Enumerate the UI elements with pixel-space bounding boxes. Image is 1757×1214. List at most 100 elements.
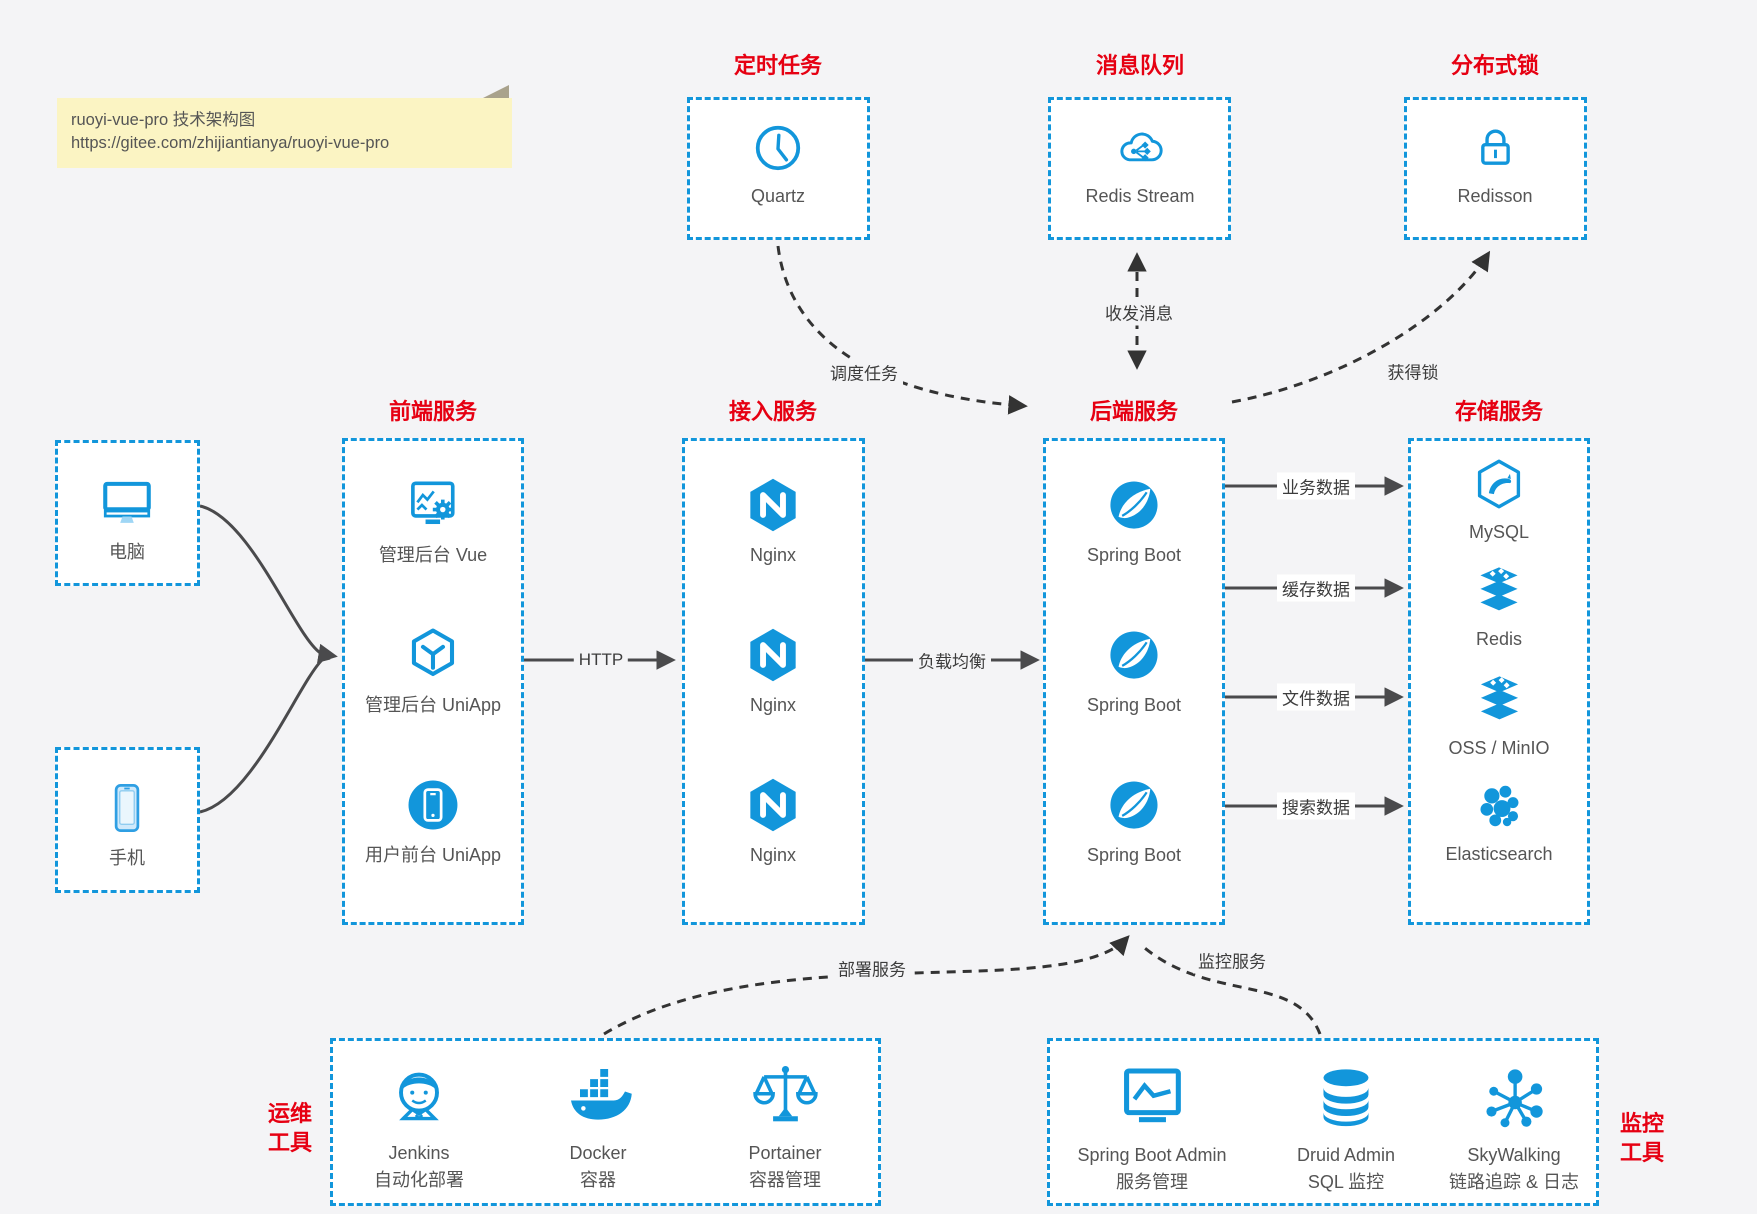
- node-label: Nginx: [749, 845, 797, 865]
- title-storage: 存储服务: [1454, 399, 1544, 424]
- note-title: ruoyi-vue-pro 技术架构图: [71, 111, 256, 129]
- node-label: Jenkins: [388, 1143, 450, 1163]
- oss-minio-node: OSS / MinIO: [1448, 673, 1550, 761]
- spring-boot-node: Spring Boot: [1087, 776, 1181, 868]
- edge-deploy-service: [603, 935, 1130, 1036]
- node-sublabel: SQL 监控: [1307, 1172, 1385, 1192]
- sticky-note: ruoyi-vue-pro 技术架构图 https://gitee.com/zh…: [57, 85, 512, 168]
- note-fold-corner: [483, 85, 509, 98]
- redis-stream-node: Redis Stream: [1085, 121, 1195, 209]
- nginx-node: Nginx: [744, 776, 802, 868]
- redis-node: Redis: [1472, 564, 1526, 652]
- pc-node: 电脑: [98, 473, 156, 565]
- cloud-share-icon: [1113, 121, 1167, 175]
- portainer-icon: [749, 1060, 821, 1132]
- node-label: 管理后台 UniApp: [364, 695, 502, 715]
- node-label: Spring Boot: [1086, 695, 1182, 715]
- node-label: Spring Boot: [1086, 545, 1182, 565]
- note-url: https://gitee.com/zhijiantianya/ruoyi-vu…: [71, 134, 390, 152]
- uniapp-icon: [404, 626, 462, 684]
- edge-pc-to-frontend: [199, 504, 338, 664]
- title-monitoring-tools: 监控 工具: [1620, 1109, 1664, 1167]
- node-label: Quartz: [750, 186, 806, 206]
- edge-label-file-data: 文件数据: [1277, 683, 1355, 711]
- docker-icon: [562, 1060, 634, 1132]
- node-label: Spring Boot: [1086, 845, 1182, 865]
- node-sublabel: 容器: [580, 1170, 616, 1190]
- spring-boot-node: Spring Boot: [1087, 476, 1181, 568]
- lock-icon: [1468, 121, 1522, 175]
- edge-label-monitor-service: 监控服务: [1193, 946, 1271, 974]
- skywalking-icon: [1478, 1062, 1550, 1134]
- druid-icon: [1310, 1062, 1382, 1134]
- portainer-node: Portainer 容器管理: [748, 1060, 822, 1193]
- title-monitoring-line1: 监控: [1619, 1111, 1665, 1136]
- user-uniapp-node: 用户前台 UniApp: [365, 776, 501, 868]
- title-gateway: 接入服务: [728, 399, 818, 424]
- docker-node: Docker 容器: [562, 1060, 634, 1193]
- pc-box: [55, 440, 200, 586]
- title-devops-line2: 工具: [267, 1130, 313, 1155]
- node-label: OSS / MinIO: [1448, 738, 1550, 758]
- nginx-icon: [744, 626, 802, 684]
- redis-icon: [1472, 564, 1526, 618]
- title-scheduler: 定时任务: [733, 53, 823, 78]
- quartz-node: Quartz: [751, 121, 805, 209]
- smartphone-icon: [98, 779, 156, 837]
- node-label: Druid Admin: [1296, 1145, 1396, 1165]
- edge-label-http: HTTP: [573, 649, 629, 671]
- clock-icon: [751, 121, 805, 175]
- spring-boot-node: Spring Boot: [1087, 626, 1181, 718]
- node-label: 用户前台 UniApp: [364, 845, 502, 865]
- edge-label-search-data: 搜索数据: [1277, 792, 1355, 820]
- node-label: Redis Stream: [1085, 186, 1195, 206]
- title-frontend: 前端服务: [388, 399, 478, 424]
- node-label: Elasticsearch: [1445, 844, 1553, 864]
- spring-icon: [1105, 476, 1163, 534]
- mysql-node: MySQL: [1469, 457, 1529, 545]
- edge-label-schedule-task: 调度任务: [825, 358, 903, 386]
- title-monitoring-line2: 工具: [1619, 1140, 1665, 1165]
- node-label: MySQL: [1468, 522, 1530, 542]
- edge-label-deploy-service: 部署服务: [833, 954, 911, 982]
- elasticsearch-icon: [1472, 779, 1526, 833]
- node-label: 手机: [109, 848, 145, 868]
- node-label: Redisson: [1457, 186, 1533, 206]
- nginx-icon: [744, 776, 802, 834]
- nginx-icon: [744, 476, 802, 534]
- edge-label-business-data: 业务数据: [1277, 472, 1355, 500]
- title-lock: 分布式锁: [1450, 53, 1540, 78]
- oss-icon: [1472, 673, 1526, 727]
- jenkins-icon: [383, 1060, 455, 1132]
- node-label: 管理后台 Vue: [378, 545, 488, 565]
- mysql-icon: [1472, 457, 1526, 511]
- frontend-box: [342, 438, 524, 925]
- phone-node: 手机: [98, 779, 156, 871]
- title-devops-tools: 运维 工具: [268, 1099, 312, 1157]
- node-sublabel: 自动化部署: [374, 1170, 464, 1190]
- skywalking-node: SkyWalking 链路追踪 & 日志: [1449, 1062, 1579, 1195]
- edge-phone-to-frontend: [199, 656, 331, 814]
- edge-label-cache-data: 缓存数据: [1277, 574, 1355, 602]
- edge-label-load-balance: 负载均衡: [913, 646, 991, 674]
- node-label: Redis: [1475, 629, 1523, 649]
- desktop-icon: [98, 473, 156, 531]
- spring-icon: [1105, 626, 1163, 684]
- spring-boot-admin-node: Spring Boot Admin 服务管理: [1077, 1062, 1227, 1195]
- node-label: Nginx: [749, 545, 797, 565]
- node-label: 电脑: [109, 542, 145, 562]
- sba-icon: [1116, 1062, 1188, 1134]
- elasticsearch-node: Elasticsearch: [1445, 779, 1553, 867]
- nginx-node: Nginx: [744, 476, 802, 568]
- lock-box: [1404, 97, 1587, 240]
- node-sublabel: 链路追踪 & 日志: [1448, 1172, 1580, 1192]
- admin-uniapp-node: 管理后台 UniApp: [365, 626, 501, 718]
- title-devops-line1: 运维: [267, 1101, 313, 1126]
- node-label: SkyWalking: [1467, 1145, 1561, 1165]
- node-label: Portainer: [748, 1143, 822, 1163]
- spring-icon: [1105, 776, 1163, 834]
- node-label: Spring Boot Admin: [1077, 1145, 1227, 1165]
- mq-box: [1048, 97, 1231, 240]
- admin-vue-node: 管理后台 Vue: [379, 476, 487, 568]
